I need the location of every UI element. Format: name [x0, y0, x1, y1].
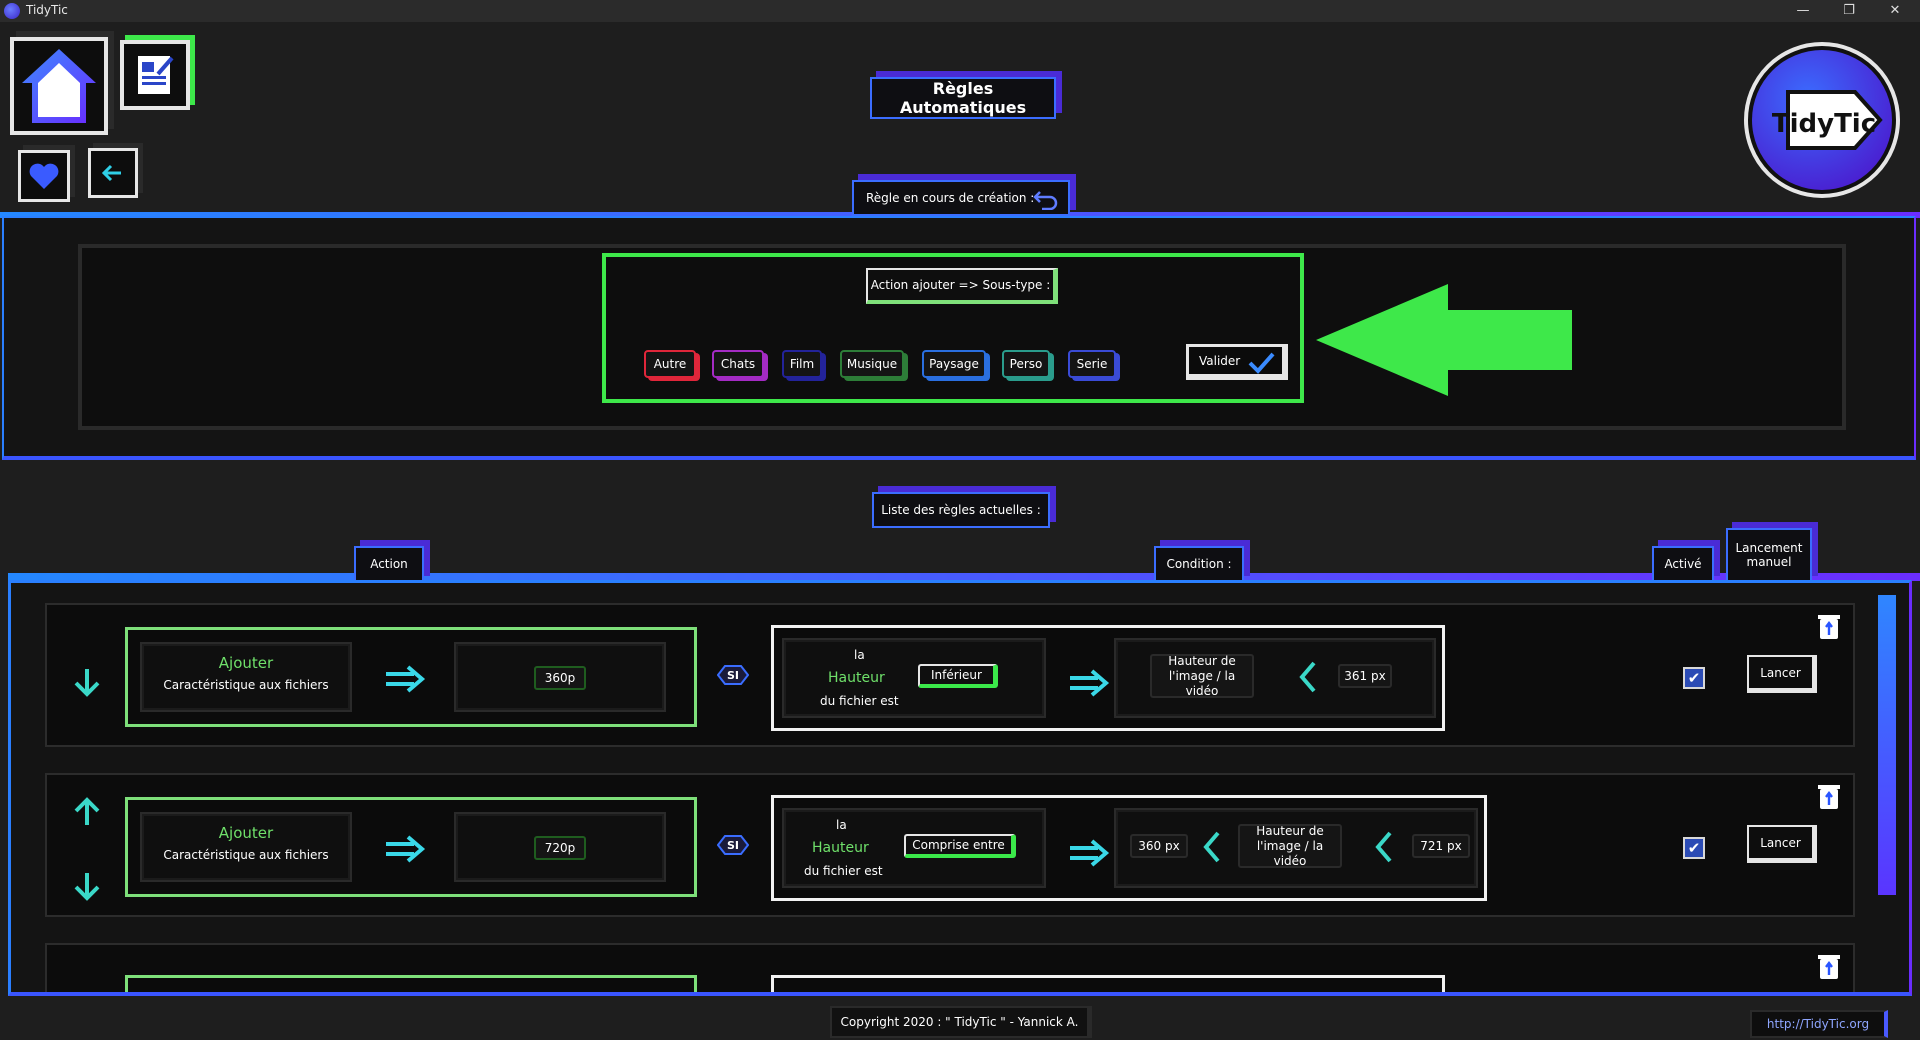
condition-target: Hauteur de l'image / la vidéo — [1150, 654, 1254, 698]
operator-select[interactable]: Comprise entre — [904, 834, 1016, 858]
subtype-chip-film[interactable]: Film — [782, 350, 822, 378]
column-action: Action — [354, 546, 424, 582]
arrow-right-icon — [1068, 668, 1110, 698]
condition-target-box: Hauteur de l'image / la vidéo 361 px — [1114, 638, 1436, 718]
document-edit-icon — [138, 56, 174, 94]
checkmark-icon — [1248, 352, 1275, 374]
condition-suffix: du fichier est — [804, 864, 883, 878]
list-section-label: Liste des règles actuelles : — [872, 492, 1050, 528]
rules-scrollbar[interactable] — [1878, 595, 1896, 895]
condition-article: la — [836, 818, 847, 832]
condition-target: Hauteur de l'image / la vidéo — [1238, 824, 1342, 868]
window-titlebar: TidyTic — ❐ ✕ — [0, 0, 1920, 22]
maximize-button[interactable]: ❐ — [1843, 3, 1855, 18]
trash-icon[interactable] — [1817, 783, 1841, 811]
action-name: Ajouter — [218, 654, 274, 672]
action-value: 360p — [534, 666, 586, 690]
trash-icon[interactable] — [1817, 953, 1841, 981]
chevron-left-icon — [1296, 660, 1320, 694]
action-subtitle: Caractéristique aux fichiers — [163, 848, 329, 862]
arrow-right-icon — [384, 664, 426, 694]
home-icon — [22, 49, 96, 123]
minimize-button[interactable]: — — [1796, 3, 1810, 18]
page-title: Règles Automatiques — [870, 77, 1056, 119]
action-name: Ajouter — [218, 824, 274, 842]
arrow-right-icon — [384, 834, 426, 864]
rule-row — [45, 943, 1855, 992]
active-checkbox[interactable]: ✔ — [1683, 837, 1705, 859]
condition-suffix: du fichier est — [820, 694, 899, 708]
subtype-chip-serie[interactable]: Serie — [1068, 350, 1116, 378]
chevron-left-icon — [1200, 830, 1224, 864]
si-label: SI — [726, 838, 739, 852]
operator-select[interactable]: Inférieur — [918, 664, 998, 688]
arrow-left-icon — [101, 164, 121, 182]
action-subtitle: Caractéristique aux fichiers — [163, 678, 329, 692]
active-checkbox[interactable]: ✔ — [1683, 667, 1705, 689]
validate-button[interactable]: Valider — [1186, 344, 1288, 380]
column-condition: Condition : — [1154, 546, 1244, 582]
action-value-box: 360p — [454, 642, 666, 712]
action-box — [125, 975, 697, 992]
subtype-chip-musique[interactable]: Musique — [840, 350, 904, 378]
bound-high: 361 px — [1338, 664, 1392, 688]
action-value: 720p — [534, 836, 586, 860]
creation-section-label: Règle en cours de création : — [852, 180, 1070, 216]
subtype-chip-paysage[interactable]: Paysage — [922, 350, 986, 378]
list-divider — [8, 573, 1920, 581]
trash-icon[interactable] — [1817, 613, 1841, 641]
undo-icon[interactable] — [1032, 188, 1060, 210]
condition-field: Hauteur — [828, 670, 885, 686]
subtype-chip-perso[interactable]: Perso — [1002, 350, 1050, 378]
subtype-label: Action ajouter => Sous-type : — [866, 268, 1058, 304]
favorites-button[interactable] — [18, 150, 70, 202]
pointer-arrow-icon — [1316, 284, 1572, 396]
column-launch: Lancement manuel — [1726, 528, 1812, 582]
condition-box — [771, 975, 1445, 992]
column-active: Activé — [1652, 546, 1714, 582]
condition-field: Hauteur — [812, 840, 869, 856]
close-button[interactable]: ✕ — [1889, 3, 1901, 18]
check-icon: ✔ — [1687, 839, 1701, 857]
chevron-left-icon — [1372, 830, 1396, 864]
copyright: Copyright 2020 : " TidyTic " - Yannick A… — [830, 1006, 1092, 1038]
subtype-chip-chats[interactable]: Chats — [712, 350, 764, 378]
action-value-box: 720p — [454, 812, 666, 882]
condition-article: la — [854, 648, 865, 662]
si-label: SI — [726, 668, 739, 682]
arrow-right-icon — [1068, 838, 1110, 868]
si-icon: SI — [717, 835, 749, 855]
heart-icon — [29, 163, 59, 189]
editor-button[interactable] — [120, 40, 190, 110]
window-title: TidyTic — [26, 3, 68, 17]
logo-text: TidyTic — [1772, 109, 1876, 139]
tidytic-logo: TidyTic — [1740, 40, 1900, 200]
launch-button[interactable]: Lancer — [1747, 655, 1817, 693]
launch-button[interactable]: Lancer — [1747, 825, 1817, 863]
website-link[interactable]: http://TidyTic.org — [1750, 1010, 1888, 1038]
si-icon: SI — [717, 665, 749, 685]
home-button[interactable] — [10, 37, 108, 135]
bound-low: 360 px — [1130, 834, 1188, 858]
check-icon: ✔ — [1687, 669, 1701, 687]
back-button[interactable] — [88, 148, 138, 198]
move-up-icon[interactable] — [69, 795, 105, 831]
move-down-icon[interactable] — [69, 663, 105, 699]
condition-target-box: 360 px Hauteur de l'image / la vidéo 721 p… — [1114, 808, 1478, 888]
bound-high: 721 px — [1412, 834, 1470, 858]
subtype-chip-autre[interactable]: Autre — [644, 350, 696, 378]
move-down-icon[interactable] — [69, 867, 105, 903]
app-icon — [4, 3, 20, 19]
